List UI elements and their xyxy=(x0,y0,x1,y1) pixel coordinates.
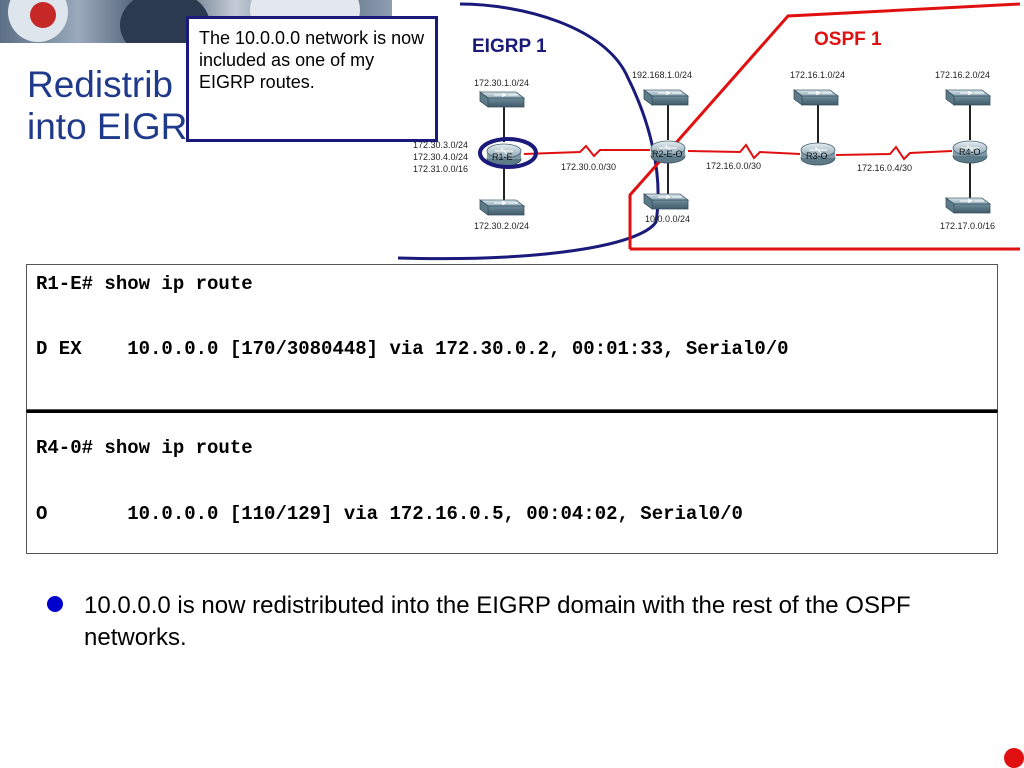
link-label: 172.16.0.0/30 xyxy=(706,161,761,171)
switch-icon xyxy=(945,197,991,214)
network-label: 172.31.0.0/16 xyxy=(413,164,468,174)
callout-box: The 10.0.0.0 network is now included as … xyxy=(186,16,438,142)
r1-highlight-ring xyxy=(478,137,538,169)
switch-icon xyxy=(479,199,525,216)
network-label: 192.168.1.0/24 xyxy=(632,70,692,80)
link-label: 172.30.0.0/30 xyxy=(561,162,616,172)
network-label: 172.16.2.0/24 xyxy=(935,70,990,80)
callout-text: The 10.0.0.0 network is now included as … xyxy=(199,28,425,92)
bullet-text: 10.0.0.0 is now redistributed into the E… xyxy=(84,592,911,651)
network-label: 172.30.2.0/24 xyxy=(474,221,529,231)
lan-connections xyxy=(503,103,971,200)
network-label: 172.16.1.0/24 xyxy=(790,70,845,80)
ospf-domain-label: OSPF 1 xyxy=(814,29,882,50)
switch-icon xyxy=(793,89,839,106)
title-line-2: into EIGRI xyxy=(27,106,198,147)
ospf-domain-boundary xyxy=(628,2,1021,251)
slide-title: Redistrib into EIGRI xyxy=(27,64,198,148)
network-diagram: R1-E R2-E-O R3-O R4-O 172.30.1.0/24 172.… xyxy=(397,2,1021,261)
serial-link-r3-r4 xyxy=(835,145,953,161)
route-output-r4: R4-0# show ip route O 10.0.0.0 [110/129]… xyxy=(26,410,998,554)
route-output-r1: R1-E# show ip route D EX 10.0.0.0 [170/3… xyxy=(26,264,998,410)
router-label-r3: R3-O xyxy=(806,151,828,161)
cli-command: R4-0# show ip route xyxy=(36,437,253,459)
route-entry: O 10.0.0.0 [110/129] via 172.16.0.5, 00:… xyxy=(36,503,743,525)
switch-icon xyxy=(945,89,991,106)
network-label: 172.30.4.0/24 xyxy=(413,152,468,162)
red-dot-icon xyxy=(1004,748,1024,768)
router-label-r4: R4-O xyxy=(959,147,981,157)
network-label: 10.0.0.0/24 xyxy=(645,214,690,224)
banner-disc xyxy=(30,2,56,28)
network-label: 172.30.1.0/24 xyxy=(474,78,529,88)
link-label: 172.16.0.4/30 xyxy=(857,163,912,173)
switch-icon xyxy=(643,193,689,210)
eigrp-domain-label: EIGRP 1 xyxy=(472,36,547,57)
title-line-1: Redistrib xyxy=(27,64,173,105)
route-entry: D EX 10.0.0.0 [170/3080448] via 172.30.0… xyxy=(36,338,789,360)
serial-link-r1-r2 xyxy=(523,144,650,158)
switch-icon xyxy=(479,91,525,108)
router-label-r2: R2-E-O xyxy=(652,149,683,159)
router-label-r1: R1-E xyxy=(492,152,513,162)
serial-link-r2-r3 xyxy=(687,143,801,160)
network-label: 172.30.3.0/24 xyxy=(413,140,468,150)
bullet-icon xyxy=(47,596,63,612)
cli-command: R1-E# show ip route xyxy=(36,273,253,295)
switch-icon xyxy=(643,89,689,106)
network-label: 172.17.0.0/16 xyxy=(940,221,995,231)
